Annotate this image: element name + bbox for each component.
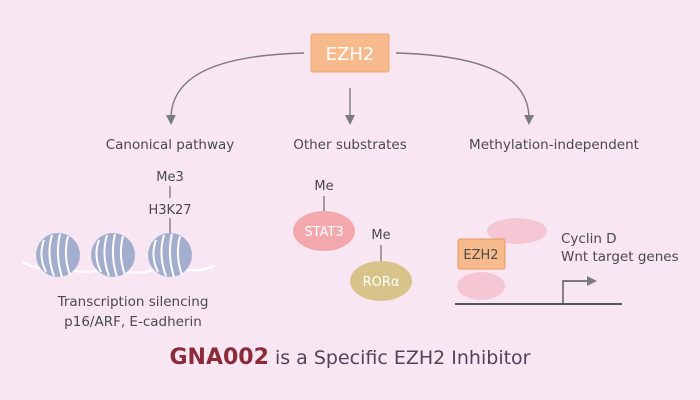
ezh2-main-label: EZH2 xyxy=(326,44,375,65)
canonical-caption-line1: Transcription silencing xyxy=(57,294,209,310)
dna-strand xyxy=(21,261,215,274)
ror-node xyxy=(350,261,412,301)
branch-title-canonical: Canonical pathway xyxy=(106,137,235,153)
canonical-caption-line2: p16/ARF, E-cadherin xyxy=(64,314,202,330)
footer-title: GNA002 is a Specific EZH2 Inhibitor xyxy=(170,345,531,370)
partner-protein-bottom xyxy=(457,272,505,300)
footer-highlight: GNA002 xyxy=(170,345,269,370)
footer-rest: is a Specific EZH2 Inhibitor xyxy=(269,347,531,369)
me3-label: Me3 xyxy=(156,170,184,185)
nucleosome-1 xyxy=(36,233,80,278)
gene-label-line1: Cyclin D xyxy=(561,231,617,247)
branch-title-substrates: Other substrates xyxy=(293,137,407,153)
nucleosome-3 xyxy=(148,233,192,278)
stat3-label: STAT3 xyxy=(304,225,343,240)
transcription-start-arrow xyxy=(562,276,597,304)
h3k27-label: H3K27 xyxy=(148,203,191,218)
ror-label: RORα xyxy=(363,275,400,290)
nucleosome-2 xyxy=(91,233,135,278)
branch-title-independent: Methylation-independent xyxy=(469,137,639,153)
arrow-to-canonical xyxy=(165,52,305,125)
ezh2-main-box xyxy=(310,33,390,73)
ezh2-small-label: EZH2 xyxy=(463,248,498,263)
ror-me-label: Me xyxy=(371,228,390,243)
stat3-me-label: Me xyxy=(314,179,333,194)
arrow-to-independent xyxy=(395,52,535,125)
partner-protein-top xyxy=(487,218,547,244)
gene-label-line2: Wnt target genes xyxy=(561,249,679,265)
ezh2-small-box xyxy=(457,238,506,270)
stat3-node xyxy=(293,211,355,251)
